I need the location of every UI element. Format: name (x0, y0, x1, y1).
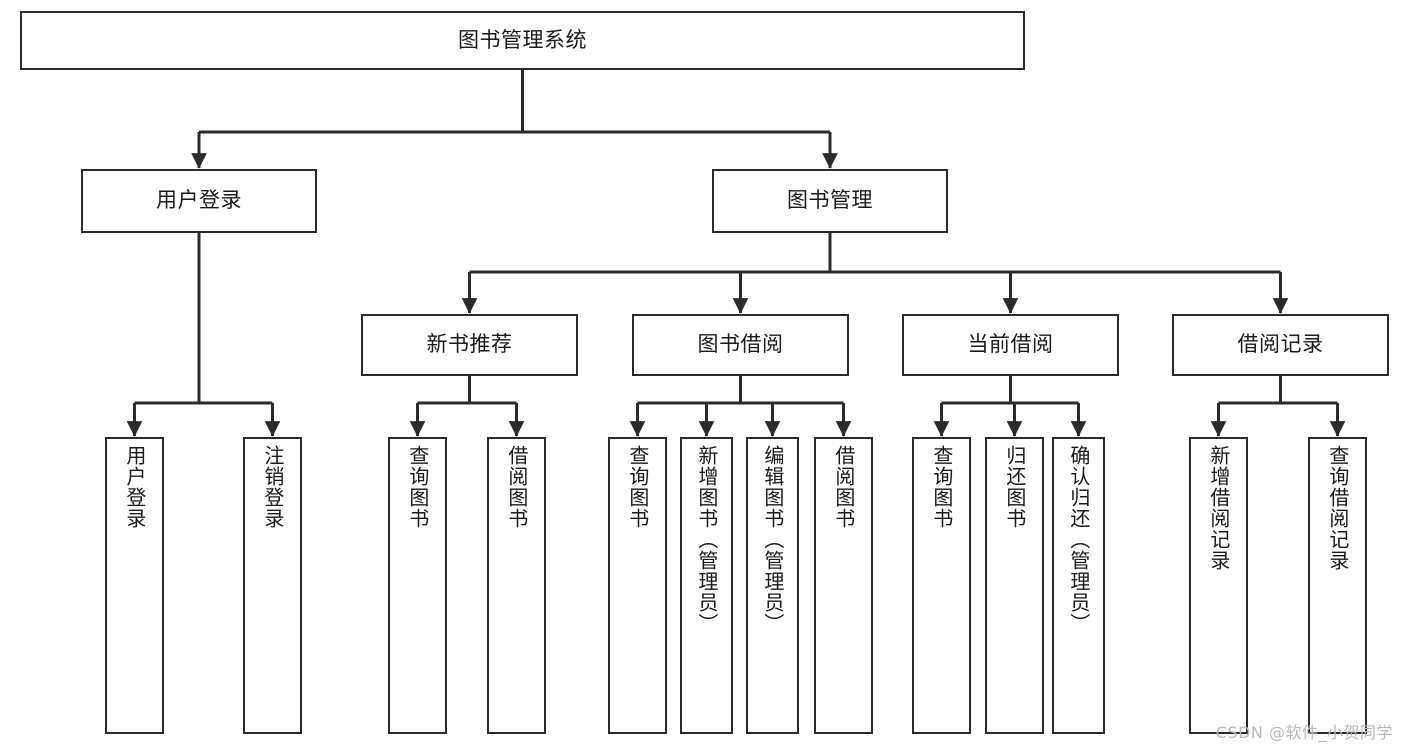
node-leaf-confirm-return: 确认归还（管理员） (1052, 437, 1105, 734)
node-label: 新增图书（管理员） (694, 445, 719, 634)
node-user-login: 用户登录 (81, 169, 317, 233)
node-book-manage: 图书管理 (712, 169, 948, 233)
node-label: 查询借阅记录 (1325, 445, 1350, 571)
node-label: 借阅图书 (504, 445, 529, 529)
node-leaf-borrow-book-2: 借阅图书 (814, 437, 873, 734)
node-label: 图书借阅 (697, 332, 784, 357)
node-leaf-edit-book: 编辑图书（管理员） (746, 437, 799, 734)
node-label: 查询图书 (405, 445, 430, 529)
node-label: 查询图书 (929, 445, 954, 529)
node-leaf-user-logout: 注销登录 (243, 437, 302, 734)
node-leaf-user-login: 用户登录 (105, 437, 164, 734)
node-leaf-add-book: 新增图书（管理员） (680, 437, 733, 734)
node-label: 借阅记录 (1237, 332, 1324, 357)
node-leaf-borrow-book-1: 借阅图书 (487, 437, 546, 734)
node-label: 确认归还（管理员） (1066, 445, 1091, 634)
node-leaf-query-record: 查询借阅记录 (1308, 437, 1367, 734)
node-label: 查询图书 (625, 445, 650, 529)
node-label: 用户登录 (156, 188, 242, 213)
node-current-borrow: 当前借阅 (902, 314, 1119, 376)
node-root: 图书管理系统 (20, 11, 1025, 70)
node-label: 注销登录 (260, 445, 285, 529)
node-label: 归还图书 (1002, 445, 1027, 529)
node-leaf-query-book-2: 查询图书 (608, 437, 667, 734)
node-book-borrow: 图书借阅 (632, 314, 849, 376)
node-label: 图书管理 (787, 188, 873, 213)
node-label: 新增借阅记录 (1206, 445, 1231, 571)
node-borrow-record: 借阅记录 (1172, 314, 1389, 376)
node-label: 编辑图书（管理员） (760, 445, 785, 634)
node-leaf-query-book-1: 查询图书 (388, 437, 447, 734)
node-new-book-rec: 新书推荐 (361, 314, 578, 376)
node-label: 新书推荐 (426, 332, 513, 357)
node-label: 当前借阅 (967, 332, 1054, 357)
node-leaf-add-record: 新增借阅记录 (1189, 437, 1248, 734)
node-label: 借阅图书 (831, 445, 856, 529)
node-leaf-query-book-3: 查询图书 (912, 437, 971, 734)
node-label: 图书管理系统 (458, 27, 587, 52)
node-label: 用户登录 (122, 445, 147, 529)
node-leaf-return-book: 归还图书 (985, 437, 1044, 734)
